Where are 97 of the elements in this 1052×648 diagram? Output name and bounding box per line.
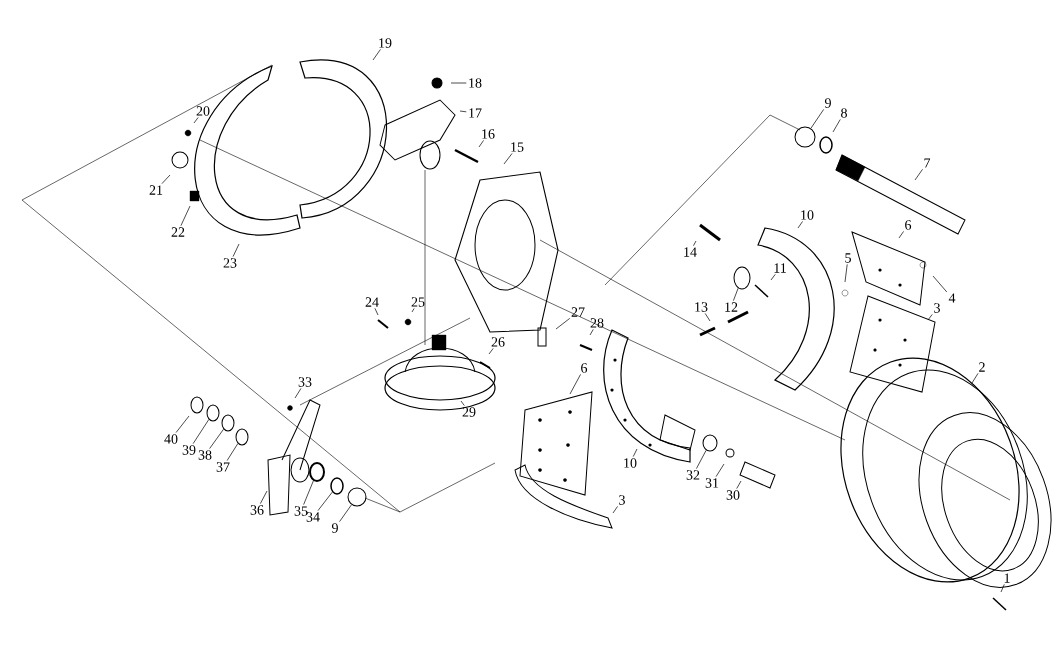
callout-number: 22 bbox=[171, 227, 185, 237]
callout-number: 5 bbox=[845, 253, 851, 263]
leader-line bbox=[696, 449, 707, 469]
callout-number: 35 bbox=[294, 506, 308, 516]
callout-number: 18 bbox=[469, 78, 482, 88]
callout-number: 30 bbox=[726, 490, 740, 500]
leader-line bbox=[844, 264, 848, 283]
callout-number: 25 bbox=[411, 297, 425, 307]
leader-line bbox=[503, 153, 513, 165]
callout-number: 1 bbox=[1004, 573, 1010, 583]
leader-line bbox=[161, 174, 171, 184]
leader-line bbox=[927, 314, 933, 321]
callout-number: 7 bbox=[924, 158, 931, 168]
leader-line bbox=[715, 463, 725, 477]
callout-number: 20 bbox=[196, 106, 210, 116]
leader-line bbox=[1000, 584, 1005, 593]
leader-line bbox=[232, 243, 240, 257]
leader-line bbox=[932, 275, 948, 293]
callout-number: 4 bbox=[948, 293, 956, 303]
callout-number: 37 bbox=[216, 462, 230, 472]
leader-line bbox=[372, 49, 381, 61]
round-part bbox=[702, 434, 718, 452]
callout-number: 33 bbox=[298, 377, 312, 387]
callout-number: 26 bbox=[491, 337, 505, 347]
leader-line bbox=[317, 491, 333, 511]
leader-line bbox=[339, 504, 352, 522]
callout-number: 9 bbox=[331, 523, 338, 533]
leader-line bbox=[971, 373, 979, 384]
round-part bbox=[221, 414, 235, 432]
leader-line bbox=[914, 168, 923, 181]
leader-line bbox=[294, 388, 302, 399]
callout-number: 19 bbox=[379, 38, 392, 48]
leader-line bbox=[832, 119, 841, 133]
callout-number: 32 bbox=[686, 470, 700, 480]
callout-number: 6 bbox=[581, 363, 588, 373]
callout-number: 36 bbox=[250, 505, 264, 515]
callout-number: 6 bbox=[905, 220, 912, 230]
callout-number: 24 bbox=[365, 297, 379, 307]
round-part bbox=[235, 428, 249, 446]
callout-number: 10 bbox=[801, 210, 814, 220]
leader-line bbox=[770, 273, 776, 281]
callout-number: 10 bbox=[624, 458, 637, 468]
leader-line bbox=[733, 287, 739, 302]
callout-number: 28 bbox=[590, 318, 604, 328]
leader-line bbox=[226, 443, 239, 461]
callout-number: 34 bbox=[306, 512, 320, 522]
leader-line bbox=[374, 308, 379, 316]
leader-line bbox=[797, 221, 803, 229]
callout-number: 23 bbox=[223, 258, 237, 268]
callout-number: 14 bbox=[684, 247, 697, 257]
leader-line bbox=[192, 419, 210, 444]
callout-number: 40 bbox=[164, 434, 178, 444]
leader-line bbox=[450, 82, 467, 84]
callout-number: 31 bbox=[705, 478, 719, 488]
leader-line bbox=[459, 110, 467, 113]
round-part bbox=[206, 404, 220, 422]
callout-number: 3 bbox=[619, 495, 625, 505]
callout-number: 12 bbox=[725, 302, 738, 312]
leader-line bbox=[810, 109, 825, 129]
leader-line bbox=[632, 448, 638, 457]
callout-number: 29 bbox=[462, 407, 476, 417]
round-part bbox=[347, 487, 367, 507]
callout-number: 3 bbox=[934, 303, 940, 313]
leader-line bbox=[736, 480, 742, 489]
leader-line bbox=[260, 490, 268, 504]
callout-number: 39 bbox=[182, 445, 196, 455]
leader-line bbox=[555, 318, 571, 330]
leader-line bbox=[488, 348, 494, 355]
leader-line bbox=[460, 400, 465, 406]
leader-line bbox=[411, 308, 415, 313]
leader-line bbox=[180, 205, 191, 226]
leader-line bbox=[175, 415, 190, 433]
leader-line bbox=[704, 313, 711, 322]
round-part bbox=[309, 462, 325, 482]
callout-number: 38 bbox=[198, 450, 212, 460]
round-part bbox=[794, 126, 816, 148]
callout-number: 15 bbox=[511, 142, 524, 152]
callout-number: 11 bbox=[774, 263, 786, 273]
round-part bbox=[733, 266, 751, 290]
leader-line bbox=[478, 140, 484, 148]
leader-line bbox=[569, 374, 581, 395]
callout-number: 13 bbox=[695, 302, 708, 312]
leader-line bbox=[193, 117, 199, 124]
leader-line bbox=[898, 231, 904, 239]
leader-line bbox=[589, 329, 594, 336]
leader-line bbox=[612, 506, 618, 514]
leader-line bbox=[693, 240, 697, 247]
callout-number: 21 bbox=[149, 185, 163, 195]
callout-number: 17 bbox=[469, 108, 482, 118]
callout-number: 16 bbox=[482, 129, 495, 139]
leader-line bbox=[209, 428, 224, 449]
leader-line bbox=[303, 480, 314, 505]
callout-number: 27 bbox=[571, 307, 585, 317]
callout-number: 2 bbox=[979, 362, 985, 372]
callout-number: 8 bbox=[841, 108, 847, 118]
round-part bbox=[330, 477, 344, 495]
callout-number: 9 bbox=[824, 98, 831, 108]
